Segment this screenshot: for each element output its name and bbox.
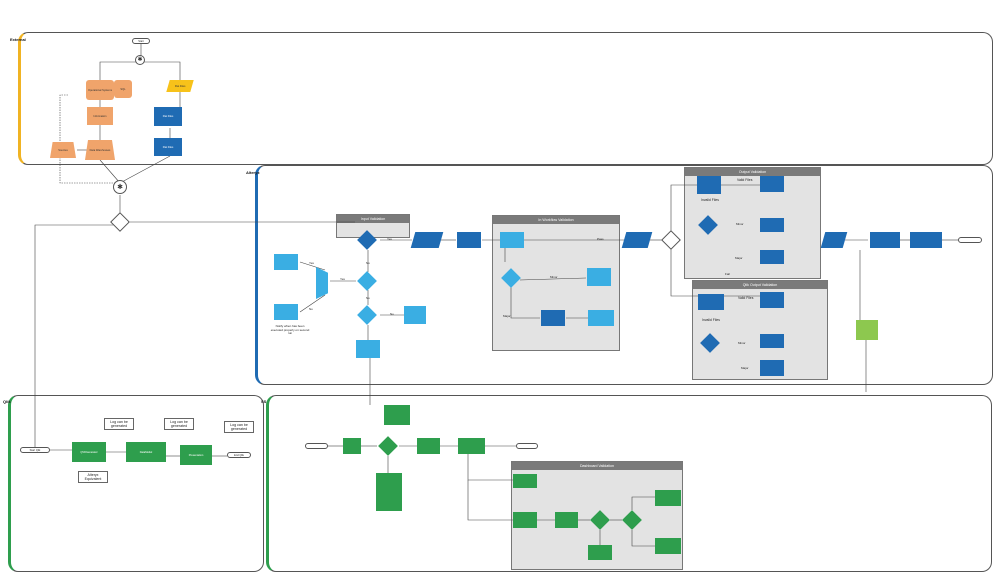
information-node: Information (87, 107, 113, 125)
ss-load-node (343, 438, 361, 454)
no-label-4: No (390, 312, 394, 316)
dashboard-fail-node (655, 538, 681, 554)
major-error-node (541, 310, 565, 326)
qvd-generator-node: QVDGenerator (72, 442, 106, 462)
load-data-node (457, 232, 481, 248)
qlik-valid-node (760, 292, 784, 308)
major-label-2: Major (735, 256, 743, 260)
group-qlik-output-validation-title: Qlik Output Validation (693, 281, 827, 289)
notify-complete-node (910, 232, 942, 248)
input-files-node (410, 232, 444, 248)
invalid-files-label-2: Invalid Files (702, 318, 720, 322)
log-note-1: Log can be generated (104, 418, 134, 430)
fail-label: Fail (725, 272, 730, 276)
alteryx-equivalent-note: Alteryx Equivalent (78, 471, 108, 483)
valid-files-label-2: Valid Files (738, 296, 754, 300)
group-dashboard-validation-title: Dashboard Validation (512, 462, 682, 470)
dashboard-pass-node (655, 490, 681, 506)
output-minor-node (760, 218, 784, 232)
flat-files-load-node: Flat Files (154, 138, 182, 156)
qlik-minor-node (760, 334, 784, 348)
no-label-2: No (309, 307, 313, 311)
minor-label-2: Minor (736, 222, 744, 226)
yes-label-1: Yes (387, 237, 392, 241)
yes-label-3: Yes (309, 261, 314, 265)
ss-publish-node (458, 438, 485, 454)
output-major-node (760, 250, 784, 264)
log-note-2: Log can be generated (164, 418, 194, 430)
no-label-3: No (366, 296, 370, 300)
ss-error-node (376, 473, 402, 511)
lane-qlik-label: Qlik (3, 399, 11, 404)
lane-external-label: External (10, 37, 26, 42)
group-output-validation-title: Output Validation (685, 168, 820, 176)
group-input-validation-title: Input Validation (337, 215, 409, 223)
notify-success-node (274, 254, 298, 270)
log-note-3: Log can be generated (224, 421, 254, 433)
flat-files-label: Flat Files (174, 84, 186, 88)
end-node (958, 237, 982, 243)
output-files-node (621, 232, 653, 248)
major-label-3: Major (741, 366, 749, 370)
major-label-1: Major (503, 314, 511, 318)
end-alteryx-node (356, 340, 380, 358)
publish-node (870, 232, 900, 248)
qlik-handoff-node (856, 320, 878, 340)
group-input-validation: Input Validation (336, 214, 410, 238)
group-in-workflow-validation-title: In Workflow Validation (493, 216, 619, 224)
flat-files-step-node: Flat Files (154, 107, 182, 126)
ss-report-node (417, 438, 440, 454)
valid-files-label-1: Valid Files (737, 178, 753, 182)
combine-icon: ✱ (113, 180, 127, 194)
qlik-output-check-node (698, 294, 724, 310)
sql-node: SQL (114, 80, 132, 98)
minor-label-1: Minor (550, 275, 558, 279)
lane-ss-label: SS (261, 399, 267, 404)
data-model-node: DataModel (126, 442, 166, 462)
operational-systems-node: Operational Systems (86, 80, 114, 100)
lane-alteryx-label: Alteryx (246, 170, 260, 175)
data-warehouses-node: Data Warehouses (85, 140, 115, 160)
notify-failure-node (274, 304, 298, 320)
pass-label-1: Pass (597, 237, 604, 241)
sources-node: Sources (50, 142, 76, 158)
dashboard-check-node-2 (513, 512, 537, 528)
output-check-node (697, 176, 721, 194)
error-report-node (404, 306, 426, 324)
lane-qlik (8, 395, 264, 572)
flat-files-node: Flat Files (166, 80, 194, 92)
dashboard-check-node-1 (513, 474, 537, 488)
no-label-1: No (366, 261, 370, 265)
alteryx-output-node (384, 405, 410, 425)
dashboard-compare-node (555, 512, 578, 528)
start-qlik-node: Start Qlik (20, 447, 50, 453)
valid-output-node (760, 176, 784, 192)
ss-end-node (516, 443, 538, 449)
minor-fix-node (587, 268, 611, 286)
presentation-node: Presentation (180, 445, 212, 465)
start-node: Start (132, 38, 150, 44)
end-qlik-node: End Qlik (227, 452, 251, 458)
minor-label-3: Minor (738, 341, 746, 345)
yes-label-2: Yes (340, 277, 345, 281)
ss-start-node (305, 443, 328, 449)
qlik-major-node (760, 360, 784, 376)
major-notify-node (588, 310, 614, 326)
final-output-node (820, 232, 848, 248)
notify-note: Notify when has been executed properly o… (270, 324, 310, 336)
workflow-check-node (500, 232, 524, 248)
trigger-node (316, 267, 328, 299)
dashboard-report-node (588, 545, 612, 560)
merge-icon: ✱ (135, 55, 145, 65)
invalid-files-label-1: Invalid Files (701, 198, 719, 202)
